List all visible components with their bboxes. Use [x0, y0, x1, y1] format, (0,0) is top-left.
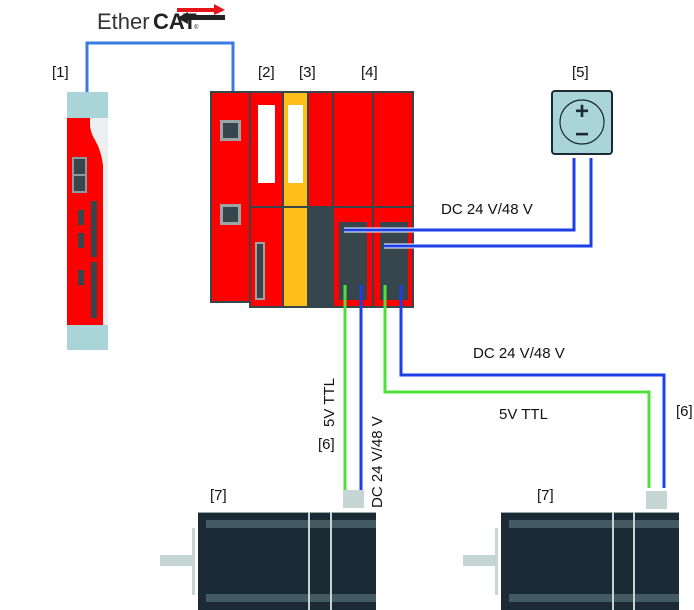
label-cable-left: [6]	[318, 436, 335, 453]
coupler-port-out	[223, 207, 238, 222]
plus-icon: +	[575, 98, 589, 125]
label-power-right: DC 24 V/48 V	[473, 345, 565, 362]
motor-left-stripe-bottom	[206, 594, 376, 602]
controller-top-cap	[67, 92, 108, 118]
motor-left-stripe-top	[206, 520, 376, 528]
ethernet-port-in	[74, 159, 85, 174]
logo-reg-mark: ®	[194, 24, 199, 31]
ethercat-cable	[85, 41, 235, 92]
label-motor-left: [7]	[210, 487, 227, 504]
power-supply: + −	[551, 90, 613, 155]
module-4a-connector	[339, 222, 367, 300]
logo-arrow-right-icon	[177, 4, 225, 15]
label-controller: [1]	[52, 64, 69, 81]
logo-arrow-left-icon	[177, 12, 225, 24]
motor-left-top-edge	[198, 512, 376, 513]
ethernet-port-out	[74, 176, 85, 191]
power-symbol-circle-icon	[559, 99, 605, 145]
motor-left-seam-1	[308, 512, 310, 610]
controller-bottom-cap	[67, 325, 108, 350]
motor-right-seam-1	[612, 512, 614, 610]
ethercat-logo: Ether CAT ®	[97, 4, 225, 34]
module-4a-top	[332, 91, 374, 208]
controller-device	[67, 92, 108, 350]
logo-cat-text: CAT	[153, 9, 197, 34]
motor-right-shaft	[463, 555, 496, 566]
motor-left: [7]	[160, 487, 376, 610]
label-module-4: [4]	[361, 64, 378, 81]
power-wire-1	[344, 158, 576, 232]
logo-ether-text: Ether	[97, 9, 150, 34]
motor-left-seam-2	[330, 512, 332, 610]
motor-right: [7]	[463, 487, 679, 610]
module-3-bottom	[282, 206, 309, 308]
power-wire-right	[399, 285, 666, 488]
label-ttl-left: 5V TTL	[321, 378, 338, 427]
coupler-port-in	[223, 123, 238, 138]
label-module-2: [2]	[258, 64, 275, 81]
label-power-left-vertical: DC 24 V/48 V	[369, 416, 386, 508]
motor-right-top-edge	[501, 512, 679, 513]
power-wire-2	[384, 158, 593, 248]
motor-right-flange	[495, 528, 498, 595]
label-cable-right: [6]	[676, 403, 693, 420]
motor-right-body	[501, 512, 679, 610]
module-rack	[210, 91, 414, 308]
controller-led-3	[78, 270, 84, 285]
controller-slot-1	[91, 201, 97, 257]
motor-left-body	[198, 512, 376, 610]
ttl-wire-right	[383, 285, 651, 488]
controller-led-2	[78, 233, 84, 248]
motor-right-stripe-bottom	[509, 594, 679, 602]
controller-slot-2	[91, 262, 97, 318]
label-power-top: DC 24 V/48 V	[441, 201, 533, 218]
motor-left-shaft	[160, 555, 193, 566]
module-2-bottom	[249, 206, 284, 308]
motor-right-connector	[646, 491, 667, 509]
label-power-supply: [5]	[572, 64, 589, 81]
motor-right-seam-2	[633, 512, 635, 610]
motor-left-connector	[343, 490, 364, 508]
minus-icon: −	[575, 121, 589, 148]
label-ttl-right: 5V TTL	[499, 406, 548, 423]
module-4b-top	[372, 91, 414, 208]
module-blank-top	[307, 91, 334, 208]
label-module-3: [3]	[299, 64, 316, 81]
module-blank-bottom	[307, 206, 334, 308]
controller-led-1	[78, 210, 84, 225]
module-3-label-strip	[288, 105, 303, 183]
motor-left-flange	[192, 528, 195, 595]
module-2-label-strip	[258, 105, 275, 183]
module-2-connector	[257, 244, 263, 298]
motor-right-stripe-top	[509, 520, 679, 528]
controller-side-panel	[90, 118, 108, 325]
label-motor-right: [7]	[537, 487, 554, 504]
